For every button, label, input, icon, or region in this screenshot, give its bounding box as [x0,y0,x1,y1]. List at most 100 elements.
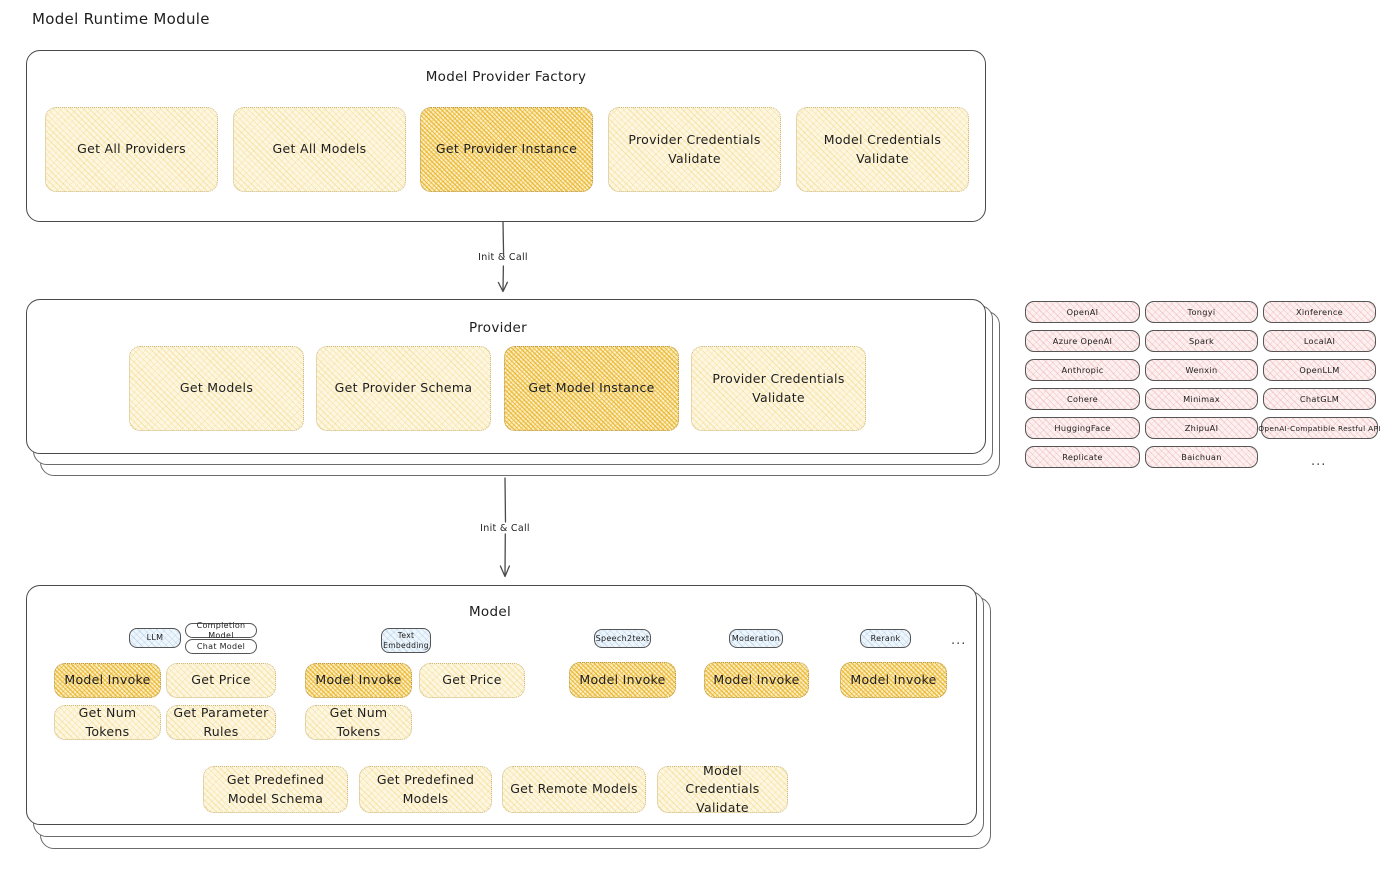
factory-node-get-provider-instance[interactable]: Get Provider Instance [420,107,593,192]
provider-node-get-provider-schema[interactable]: Get Provider Schema [316,346,491,431]
model-badge-text-embedding[interactable]: Text Embedding [381,628,431,653]
provider-chip-xinference[interactable]: Xinference [1263,301,1376,323]
model-node-get-predefined-model-schema[interactable]: Get Predefined Model Schema [203,766,348,813]
model-sub-badge-chat-model[interactable]: Chat Model [185,639,257,654]
chip-label: Azure OpenAI [1052,336,1113,346]
chip-label: Replicate [1062,452,1103,462]
node-label: Get Provider Schema [334,380,473,396]
model-rerank-node-model-invoke[interactable]: Model Invoke [840,662,947,698]
badge-label: Text Embedding [383,631,429,650]
provider-node-get-model-instance[interactable]: Get Model Instance [504,346,679,431]
chip-label: Spark [1188,336,1215,346]
node-label: Model Invoke [315,672,402,688]
badge-label: Rerank [870,633,901,643]
badge-label: LLM [146,633,164,642]
model-llm-node-model-invoke[interactable]: Model Invoke [54,663,161,698]
provider-chip-replicate[interactable]: Replicate [1025,446,1140,468]
arrow-factory-to-provider [497,221,509,293]
badge-label: Moderation [731,633,781,643]
page-title: Model Runtime Module [32,10,210,28]
arrow-provider-to-model [499,477,511,578]
node-label: Get Model Instance [528,380,655,396]
chip-label: Cohere [1067,394,1098,404]
factory-node-get-all-providers[interactable]: Get All Providers [45,107,218,192]
chip-label: OpenAI-Compatible Restful API [1258,423,1381,433]
node-label: Get All Providers [77,141,186,157]
model-badge-llm[interactable]: LLM [129,628,181,648]
node-label: Get Provider Instance [435,141,578,157]
node-label: Get Predefined Model Schema [226,772,325,806]
model-text-embedding-node-get-num-tokens[interactable]: Get Num Tokens [305,705,412,740]
model-node-get-predefined-models[interactable]: Get Predefined Models [359,766,492,813]
model-title: Model [468,604,512,620]
model-llm-node-get-parameter-rules[interactable]: Get Parameter Rules [166,705,276,740]
arrow-label-init-and-call-1: Init & Call [478,252,528,263]
provider-chip-spark[interactable]: Spark [1145,330,1258,352]
model-badge-speech2text[interactable]: Speech2text [594,629,651,648]
provider-chip-chatglm[interactable]: ChatGLM [1263,388,1376,410]
node-label: Model Invoke [713,671,800,687]
node-label: Model Invoke [850,671,937,687]
chip-label: Baichuan [1181,452,1222,462]
provider-chip-baichuan[interactable]: Baichuan [1145,446,1258,468]
node-label: Get Num Tokens [329,705,388,739]
model-node-get-remote-models[interactable]: Get Remote Models [502,766,646,813]
badge-label: Completion Model [196,620,246,640]
model-speech2text-node-model-invoke[interactable]: Model Invoke [569,662,676,698]
provider-chip-cohere[interactable]: Cohere [1025,388,1140,410]
factory-node-provider-credentials-validate[interactable]: Provider Credentials Validate [608,107,781,192]
node-label: Get Models [179,380,254,396]
model-node-model-credentials-validate[interactable]: Model Credentials Validate [657,763,788,815]
provider-title: Provider [469,320,527,336]
provider-chip-openllm[interactable]: OpenLLM [1263,359,1376,381]
node-label: Get Remote Models [510,781,638,797]
node-label: Model Invoke [579,671,666,687]
provider-list-ellipsis: ... [1311,454,1327,469]
node-label: Model Invoke [64,672,151,688]
model-provider-factory-title: Model Provider Factory [425,69,587,85]
provider-node-provider-credentials-validate[interactable]: Provider Credentials Validate [691,346,866,431]
factory-node-get-all-models[interactable]: Get All Models [233,107,406,192]
chip-label: OpenAI [1066,307,1099,317]
provider-chip-localai[interactable]: LocalAI [1263,330,1376,352]
model-moderation-node-model-invoke[interactable]: Model Invoke [704,662,809,698]
node-label: Get All Models [272,141,367,157]
provider-chip-minimax[interactable]: Minimax [1145,388,1258,410]
badge-label: Speech2text [595,633,650,643]
model-groups-ellipsis: ... [951,633,967,648]
model-sub-badge-completion-model[interactable]: Completion Model [185,620,257,640]
provider-chip-wenxin[interactable]: Wenxin [1145,359,1258,381]
model-text-embedding-node-model-invoke[interactable]: Model Invoke [305,663,412,698]
model-llm-node-get-num-tokens[interactable]: Get Num Tokens [54,705,161,740]
node-label: Get Price [442,672,502,688]
node-label: Provider Credentials Validate [712,371,845,405]
model-badge-moderation[interactable]: Moderation [729,629,783,648]
chip-label: LocalAI [1303,336,1336,346]
model-badge-rerank[interactable]: Rerank [860,629,911,648]
chip-label: HuggingFace [1054,423,1111,433]
chip-label: Wenxin [1185,365,1218,375]
chip-label: Xinference [1296,307,1343,317]
chip-label: Anthropic [1061,365,1104,375]
chip-label: OpenLLM [1299,365,1340,375]
node-label: Get Parameter Rules [173,705,269,739]
provider-chip-openai-compatible-restful-api[interactable]: OpenAI-Compatible Restful API [1258,417,1381,439]
node-label: Get Predefined Models [376,772,475,806]
provider-chip-tongyi[interactable]: Tongyi [1145,301,1258,323]
chip-label: ChatGLM [1299,394,1340,404]
model-text-embedding-node-get-price[interactable]: Get Price [419,663,525,698]
node-label: Model Credentials Validate [823,132,942,166]
model-llm-node-get-price[interactable]: Get Price [166,663,276,698]
node-label: Get Price [191,672,251,688]
provider-chip-zhipuai[interactable]: ZhipuAI [1145,417,1258,439]
chip-label: ZhipuAI [1184,423,1219,433]
provider-chip-openai[interactable]: OpenAI [1025,301,1140,323]
node-label: Provider Credentials Validate [628,132,761,166]
provider-chip-anthropic[interactable]: Anthropic [1025,359,1140,381]
provider-chip-huggingface[interactable]: HuggingFace [1025,417,1140,439]
provider-chip-azure-openai[interactable]: Azure OpenAI [1025,330,1140,352]
factory-node-model-credentials-validate[interactable]: Model Credentials Validate [796,107,969,192]
provider-node-get-models[interactable]: Get Models [129,346,304,431]
chip-label: Tongyi [1187,307,1216,317]
